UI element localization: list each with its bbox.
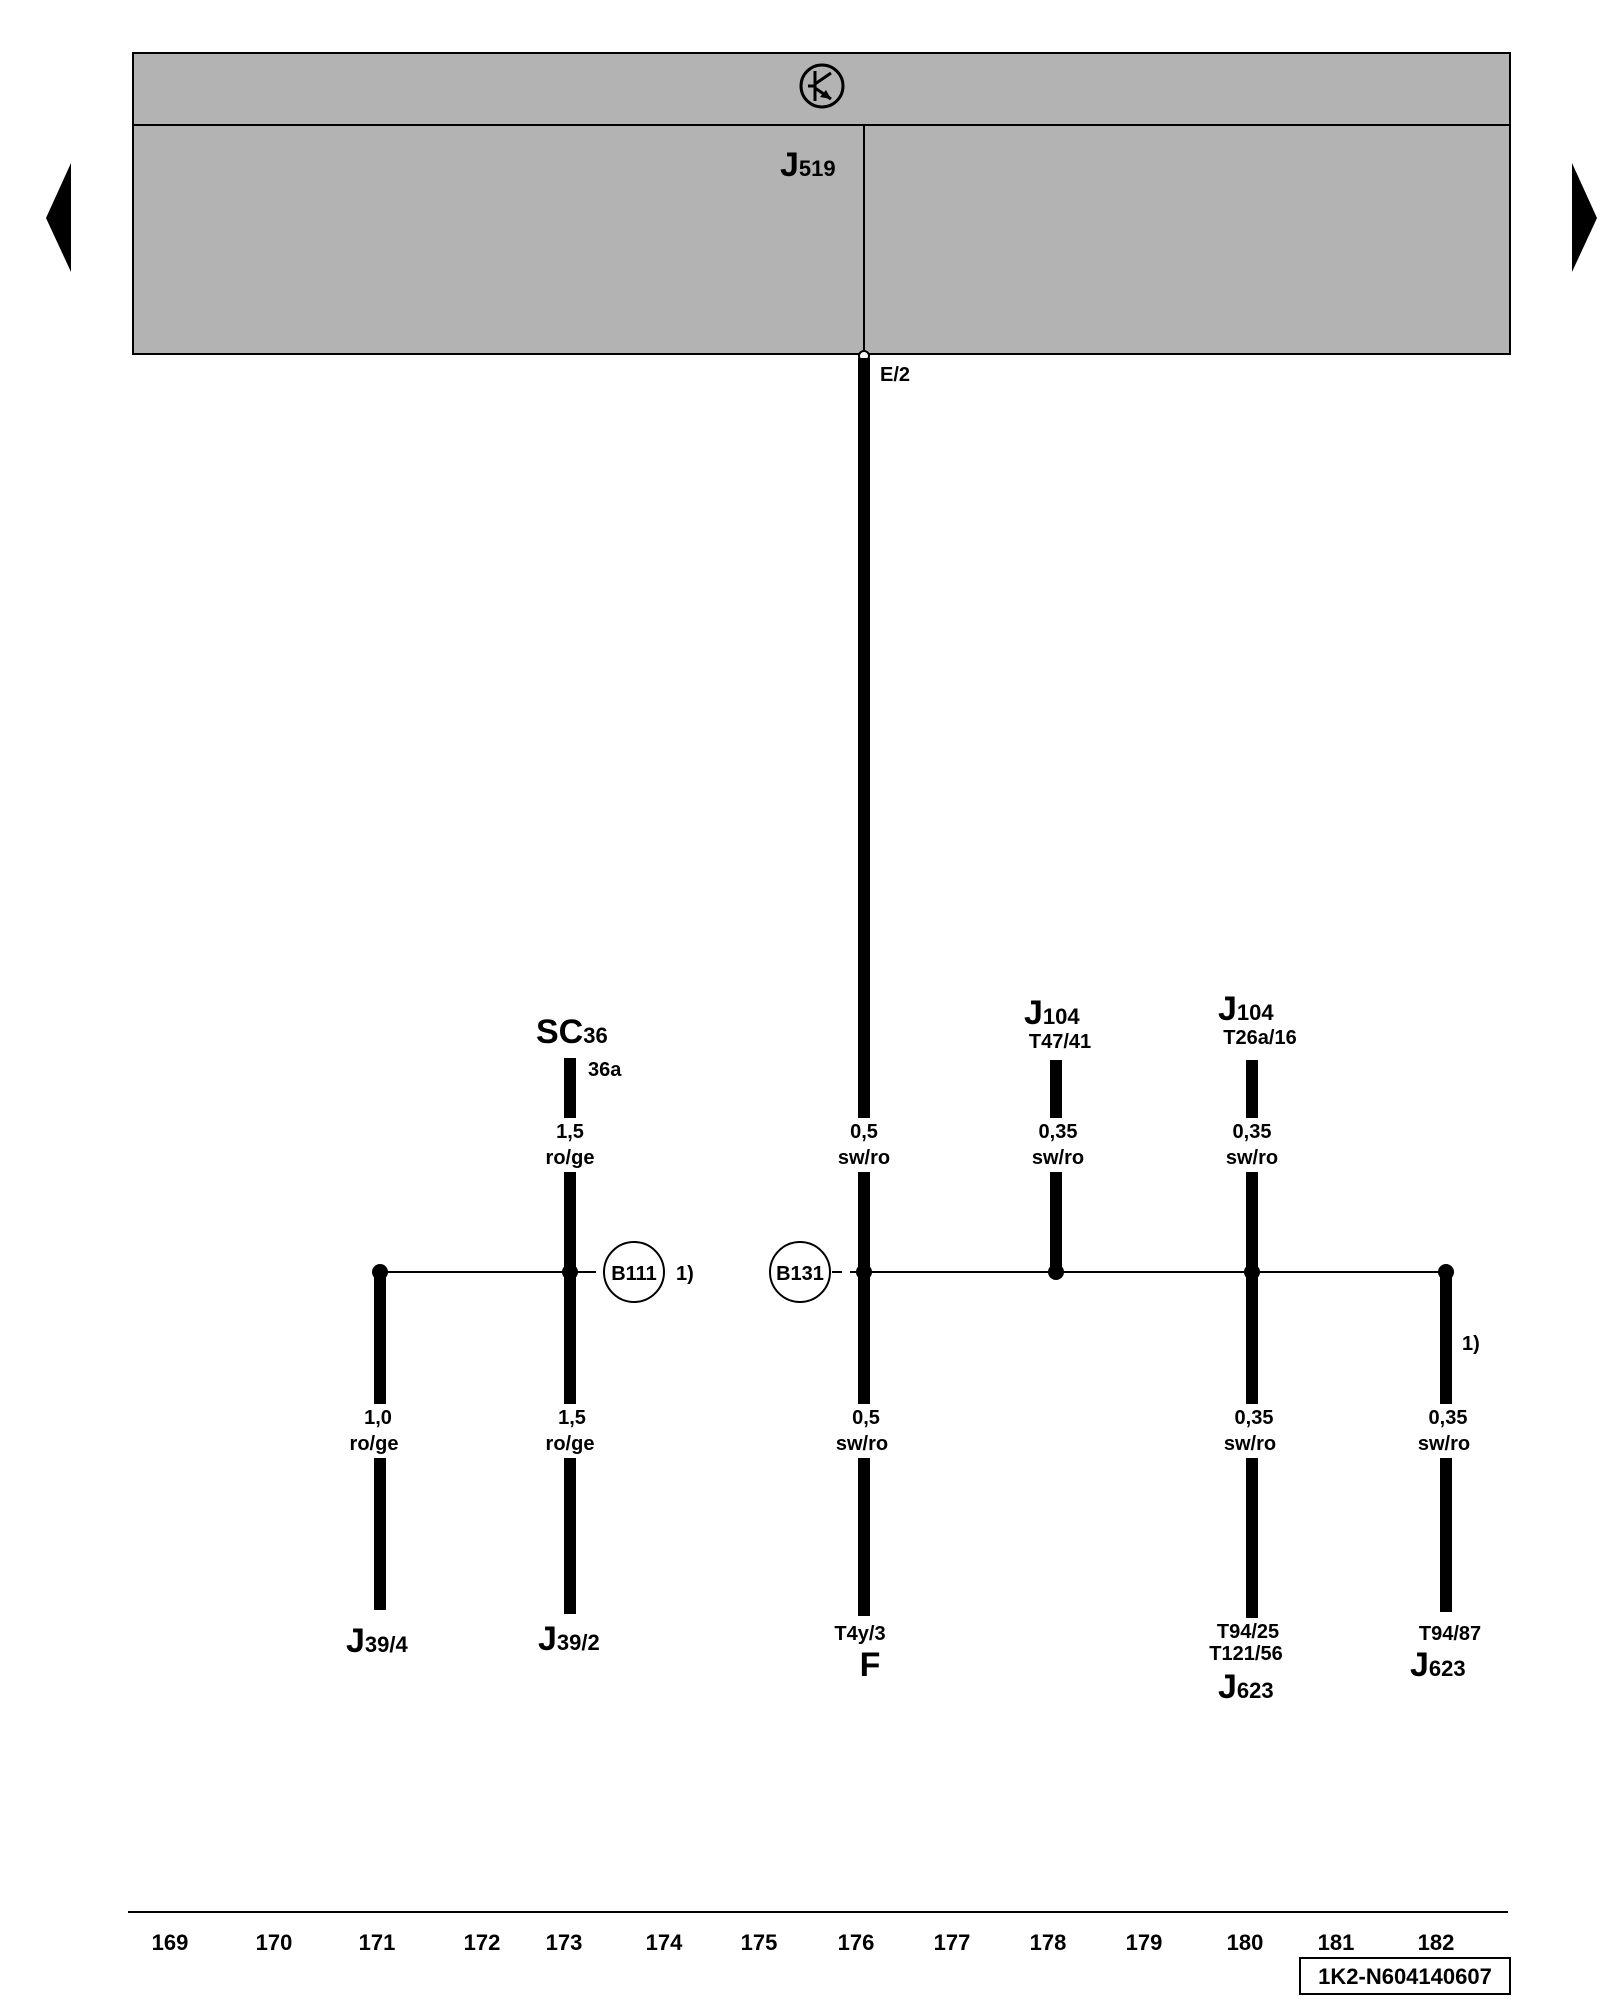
ref-j623-a-pin1: T94/25: [1217, 1621, 1279, 1643]
module-label-sub: 519: [799, 156, 836, 181]
junction-dots: [372, 1264, 1454, 1280]
scale-number: 174: [646, 1930, 683, 1955]
junction-dot: [856, 1264, 872, 1280]
scale-number: 170: [256, 1930, 293, 1955]
prev-page-button[interactable]: [46, 163, 71, 272]
wire-color: sw/ro: [1418, 1433, 1470, 1455]
wire-color: sw/ro: [1224, 1433, 1276, 1455]
svg-text:J519: J519: [780, 146, 836, 184]
wire-size: 1,0: [364, 1407, 392, 1429]
wire-labels-lower: 1,0 ro/ge 1,5 ro/ge 0,5 sw/ro 0,35 sw/ro…: [350, 1407, 1471, 1455]
connector-b131-label: B131: [776, 1263, 824, 1285]
transistor-symbol-icon: [799, 63, 845, 109]
scale-number: 179: [1126, 1930, 1163, 1955]
wire-color: ro/ge: [546, 1147, 595, 1169]
ref-f-pin: T4y/3: [834, 1623, 885, 1645]
ref-j104-b: J104: [1218, 990, 1274, 1028]
footnote-marker: 1): [676, 1263, 694, 1285]
scale-number: 173: [546, 1930, 583, 1955]
wire-size: 0,35: [1233, 1121, 1272, 1143]
thick-wires: [374, 358, 1452, 1618]
wire-size: 1,5: [558, 1407, 586, 1429]
ref-f: F: [860, 1646, 881, 1684]
connector-b131-circle: [769, 1241, 831, 1303]
wire-size: 0,35: [1429, 1407, 1468, 1429]
ref-j39-4: J39/4: [346, 1622, 409, 1660]
ref-sc36: SC36: [536, 1013, 608, 1051]
module-label-main: J: [780, 146, 799, 184]
ref-j104-b-pin: T26a/16: [1223, 1027, 1296, 1049]
ref-j623-b: J623: [1410, 1646, 1466, 1684]
wire-color: sw/ro: [1032, 1147, 1084, 1169]
junction-dot: [1244, 1264, 1260, 1280]
ref-j104-a: J104: [1024, 994, 1080, 1032]
junction-dot: [562, 1264, 578, 1280]
junction-dot: [372, 1264, 388, 1280]
pin-e2-label: E/2: [880, 364, 910, 386]
scale-number: 182: [1418, 1930, 1455, 1955]
diagram-code: 1K2-N604140607: [1318, 1964, 1492, 1989]
connector-b111-circle: [603, 1241, 665, 1303]
scale-numbers: 169 170 171 172 173 174 175 176 177 178 …: [152, 1930, 1455, 1955]
wire-size: 0,35: [1039, 1121, 1078, 1143]
wire-labels-upper: 1,5 ro/ge 0,5 sw/ro 0,35 sw/ro 0,35 sw/r…: [546, 1121, 1279, 1169]
ref-j104-a-pin: T47/41: [1029, 1031, 1091, 1053]
scale-number: 172: [464, 1930, 501, 1955]
wire-color: sw/ro: [838, 1147, 890, 1169]
wire-color: sw/ro: [836, 1433, 888, 1455]
junction-dot: [1048, 1264, 1064, 1280]
scale-number: 178: [1030, 1930, 1067, 1955]
junction-dot: [1438, 1264, 1454, 1280]
wire-size: 0,35: [1235, 1407, 1274, 1429]
control-module-j519: J519: [132, 52, 1511, 355]
wire-color: ro/ge: [546, 1433, 595, 1455]
module-fill: [132, 52, 1511, 355]
scale-number: 181: [1318, 1930, 1355, 1955]
wire-color: ro/ge: [350, 1433, 399, 1455]
ref-sc36-pin: 36a: [588, 1059, 622, 1081]
scale-number: 169: [152, 1930, 189, 1955]
wire-size: 1,5: [556, 1121, 584, 1143]
wire-color: sw/ro: [1226, 1147, 1278, 1169]
ref-j623-a: J623: [1218, 1668, 1274, 1706]
ref-j623-a-pin2: T121/56: [1209, 1643, 1282, 1665]
scale-number: 175: [741, 1930, 778, 1955]
ref-j39-2: J39/2: [538, 1620, 600, 1658]
scale-number: 177: [934, 1930, 971, 1955]
footnote-marker: 1): [1462, 1333, 1480, 1355]
wire-size: 0,5: [850, 1121, 878, 1143]
connector-b111-label: B111: [611, 1263, 657, 1285]
diagram-code-box: [1299, 1957, 1511, 1995]
scale-number: 176: [838, 1930, 875, 1955]
next-page-button[interactable]: [1572, 163, 1597, 272]
ref-j623-b-pin: T94/87: [1419, 1623, 1481, 1645]
scale-number: 180: [1227, 1930, 1264, 1955]
scale-number: 171: [359, 1930, 396, 1955]
wire-size: 0,5: [852, 1407, 880, 1429]
